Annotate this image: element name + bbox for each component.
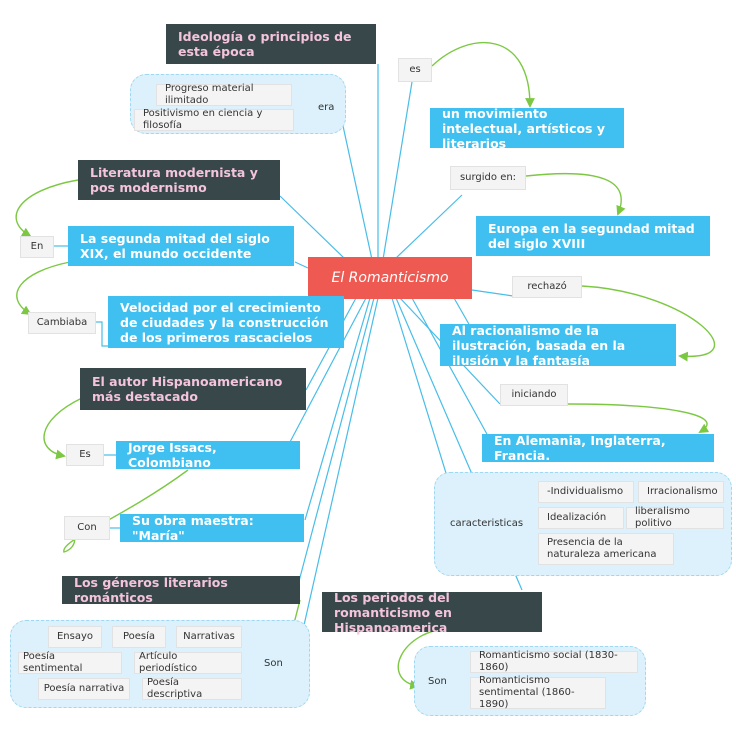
spoke-es — [379, 81, 413, 279]
generos-item[interactable]: Artículo periodístico — [134, 651, 242, 674]
arrow-surgido-europa — [525, 172, 626, 216]
link-label-caracteristicas: caracteristicas — [450, 518, 524, 529]
spoke-racionalismo — [453, 297, 471, 327]
topic-ideologia[interactable]: Ideología o principios de esta época — [166, 24, 376, 64]
era-item[interactable]: Positivismo en ciencia y filosofía — [134, 108, 294, 131]
link-label-rechazo[interactable]: rechazó — [512, 276, 582, 298]
topic-autor[interactable]: El autor Hispanoamericano más destacado — [80, 368, 306, 410]
link-label-era: era — [318, 102, 335, 113]
topic-alemania[interactable]: En Alemania, Inglaterra, Francia. — [482, 433, 714, 463]
topic-obra[interactable]: Su obra maestra: "María" — [120, 513, 304, 543]
caracteristicas-item[interactable]: -Individualismo — [538, 481, 634, 503]
periodos-item[interactable]: Romanticismo sentimental (1860-1890) — [470, 675, 606, 710]
spoke-generos — [297, 297, 375, 586]
topic-periodos[interactable]: Los periodos del romanticismo en Hispano… — [322, 590, 542, 635]
spoke-son-generos — [294, 297, 379, 666]
generos-item[interactable]: Ensayo — [48, 626, 102, 648]
era-item[interactable]: Progreso material ilimitado — [156, 83, 292, 106]
topic-europa[interactable]: Europa en la segundad mitad del siglo XV… — [476, 216, 710, 256]
link-label-es2[interactable]: Es — [66, 444, 104, 466]
generos-item[interactable]: Poesía narrativa — [38, 678, 130, 700]
topic-velocidad[interactable]: Velocidad por el crecimiento de ciudades… — [108, 296, 344, 348]
link-cambiaba-velocidad — [96, 321, 108, 347]
spoke-literatura — [279, 195, 345, 259]
spoke-obra — [304, 297, 371, 521]
generos-item[interactable]: Poesía sentimental — [18, 651, 122, 674]
caracteristicas-item[interactable]: Presencia de la naturaleza americana — [538, 533, 674, 565]
link-label-iniciando[interactable]: iniciando — [500, 384, 568, 406]
spoke-surgido — [395, 194, 463, 259]
topic-jorge[interactable]: Jorge Issacs, Colombiano — [116, 440, 300, 470]
arrow-literatura-en — [15, 179, 79, 238]
generos-item[interactable]: Narrativas — [176, 626, 242, 648]
spoke-jorge — [289, 297, 367, 443]
spoke-alemania — [411, 297, 489, 437]
caracteristicas-item[interactable]: Irracionalismo — [638, 481, 724, 503]
link-label-son-periodos: Son — [428, 676, 447, 687]
link-label-es[interactable]: es — [398, 58, 432, 82]
link-label-cambiaba[interactable]: Cambiaba — [28, 312, 96, 334]
arrow-autor-es — [43, 397, 83, 460]
caracteristicas-item[interactable]: liberalismo politivo — [626, 506, 724, 529]
link-label-surgido[interactable]: surgido en: — [450, 166, 526, 190]
periodos-item[interactable]: Romanticismo social (1830-1860) — [470, 650, 638, 673]
arrow-iniciando-alemania — [567, 403, 710, 434]
central-topic[interactable]: El Romanticismo — [308, 257, 472, 299]
spoke-rechazo — [471, 289, 514, 297]
topic-segunda-mitad[interactable]: La segunda mitad del siglo XIX, el mundo… — [68, 226, 294, 266]
caracteristicas-item[interactable]: Idealización — [538, 507, 624, 529]
arrow-segunda-cambiaba — [16, 261, 71, 316]
link-label-son-generos: Son — [264, 658, 283, 669]
spoke-segunda — [294, 261, 309, 269]
generos-item[interactable]: Poesía — [112, 626, 166, 648]
spoke-era — [339, 111, 377, 279]
topic-literatura[interactable]: Literatura modernista y pos modernismo — [78, 160, 280, 200]
arrow-es-movimiento — [431, 42, 535, 108]
topic-racionalismo[interactable]: Al racionalismo de la ilustración, basad… — [440, 323, 676, 368]
link-label-con[interactable]: Con — [64, 516, 110, 540]
arrow-rechazo-racionalismo — [581, 285, 716, 362]
generos-item[interactable]: Poesía descriptiva — [142, 677, 242, 700]
topic-generos[interactable]: Los géneros literarios románticos — [62, 575, 300, 605]
link-label-en[interactable]: En — [20, 236, 54, 258]
arrow-jorge-con — [63, 469, 189, 553]
topic-movimiento[interactable]: un movimiento intelectual, artísticos y … — [430, 106, 624, 151]
